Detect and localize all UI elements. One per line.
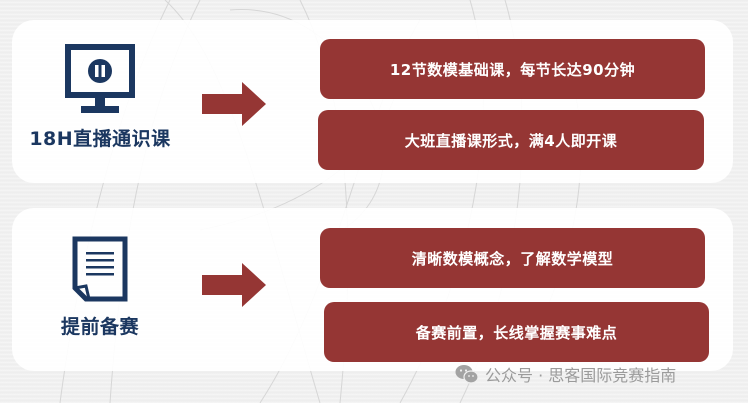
- section-header-early-prep: 提前备赛: [20, 236, 180, 339]
- feature-item-text: 12节数模基础课，每节长达90分钟: [389, 60, 636, 79]
- feature-item-text: 备赛前置，长线掌握赛事难点: [415, 323, 618, 342]
- feature-item-text: 大班直播课形式，满4人即开课: [404, 131, 618, 150]
- wechat-icon: [455, 365, 479, 384]
- monitor-pause-icon: [65, 44, 135, 113]
- feature-item: 12节数模基础课，每节长达90分钟: [320, 39, 705, 99]
- section-title: 18H直播通识课: [29, 128, 171, 150]
- feature-item: 清晰数模概念，了解数学模型: [320, 228, 705, 288]
- section-header-live-course: 18H直播通识课: [20, 44, 180, 151]
- feature-item: 大班直播课形式，满4人即开课: [318, 110, 704, 170]
- watermark-text: 公众号 · 思客国际竞赛指南: [485, 366, 677, 385]
- feature-item-text: 清晰数模概念，了解数学模型: [411, 249, 614, 268]
- right-arrow-icon: [202, 263, 266, 307]
- feature-item: 备赛前置，长线掌握赛事难点: [324, 302, 709, 362]
- watermark: 公众号 · 思客国际竞赛指南: [455, 360, 676, 388]
- section-title: 提前备赛: [60, 316, 139, 338]
- right-arrow-icon: [202, 82, 266, 126]
- document-icon: [72, 236, 128, 302]
